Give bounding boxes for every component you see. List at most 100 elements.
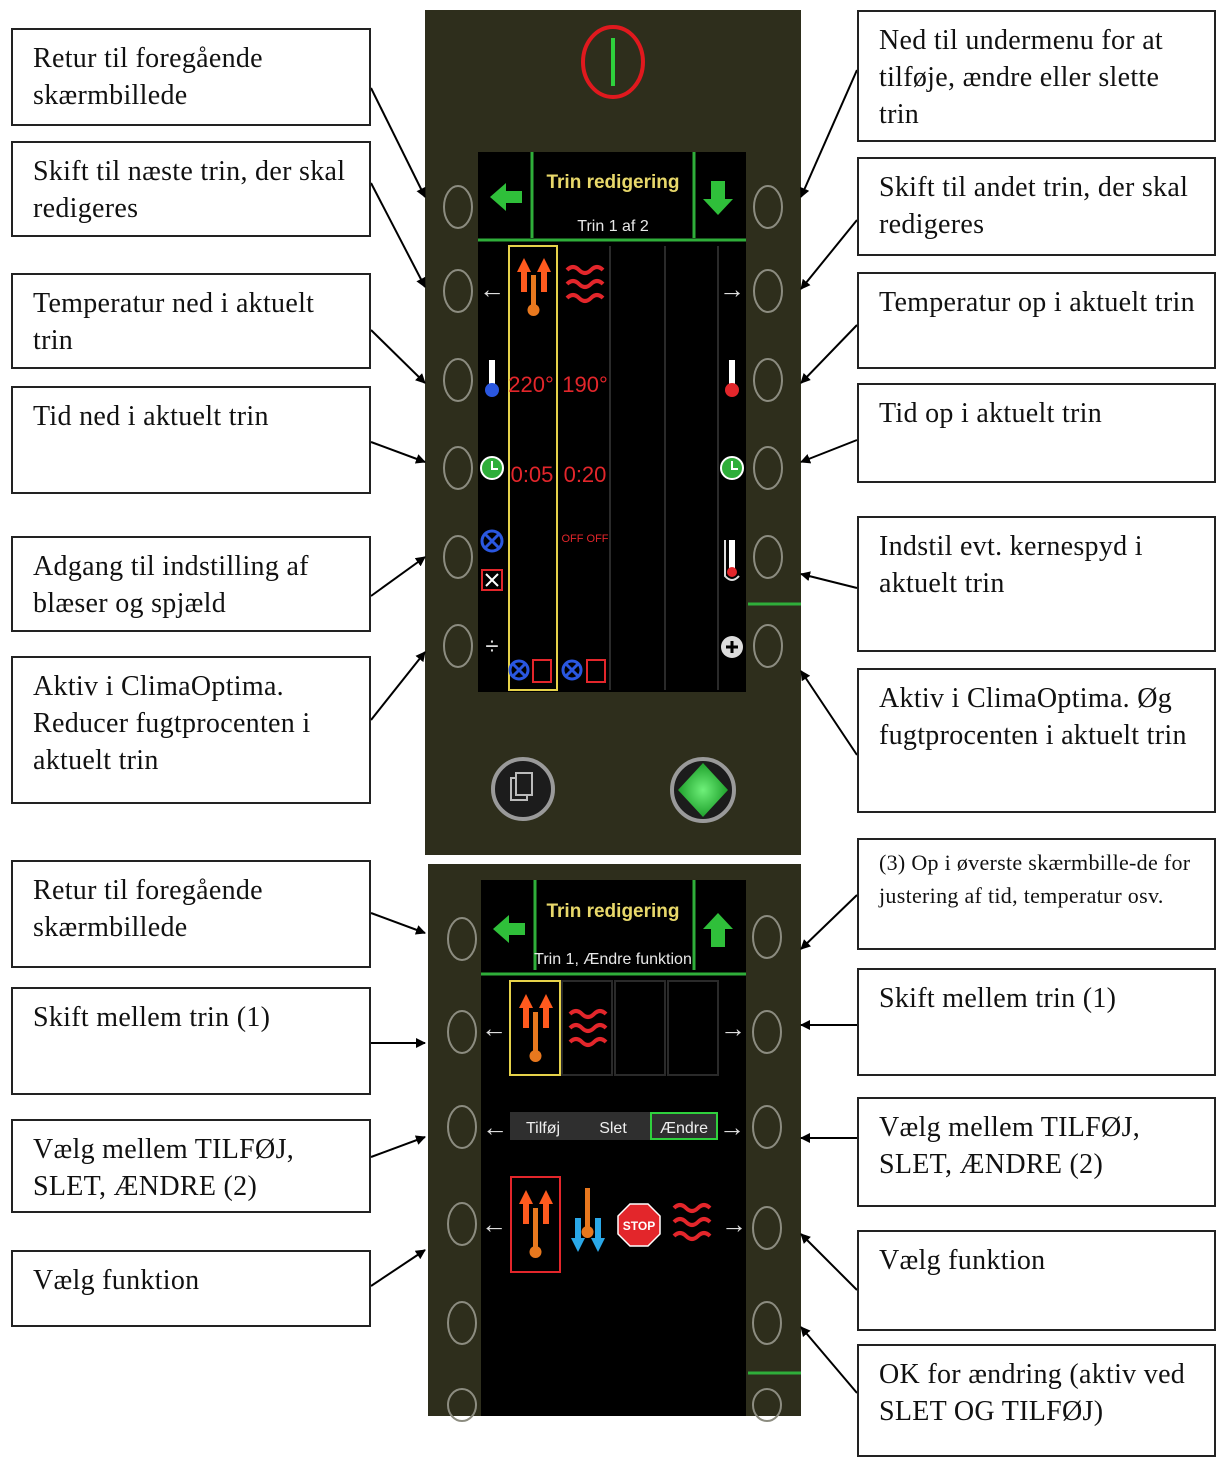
option-left-arrow-icon: ← — [482, 1112, 508, 1142]
step1-fan-icon — [508, 659, 552, 683]
side-button-right-4[interactable] — [753, 446, 783, 490]
side-button-right-5[interactable] — [753, 535, 783, 579]
function-left-arrow-icon: ← — [481, 1209, 507, 1239]
side-button-b-right-1[interactable] — [752, 915, 782, 959]
thermometer-up-icon[interactable] — [725, 360, 739, 397]
step1-time: 0:05 — [511, 462, 554, 487]
callout-core-probe: Indstil evt. kernespyd i aktuelt trin — [857, 516, 1216, 652]
callout-up-to-top-screen: (3) Op i øverste skærmbille-de for juste… — [857, 838, 1216, 950]
callout-switch-step-right: Skift mellem trin (1) — [857, 968, 1216, 1076]
svg-text:÷: ÷ — [485, 633, 498, 660]
fan-damper-icon[interactable] — [480, 529, 504, 591]
option-add[interactable]: Tilføj — [526, 1120, 560, 1137]
option-selected-frame — [650, 1112, 718, 1140]
humidity-decrease-icon[interactable]: ÷ — [481, 633, 503, 660]
side-button-left-3[interactable] — [443, 358, 473, 402]
start-button[interactable] — [670, 757, 736, 823]
side-button-right-2[interactable] — [753, 269, 783, 313]
step-left-arrow-icon-2: ← — [481, 1013, 507, 1043]
up-arrow-icon[interactable] — [703, 913, 733, 947]
step-right-arrow-icon-2: → — [720, 1013, 746, 1043]
step2-fan-icon — [561, 659, 606, 683]
side-button-b-right-5[interactable] — [752, 1301, 782, 1345]
side-button-left-4[interactable] — [443, 446, 473, 490]
screen-2 — [481, 880, 746, 1416]
callout-choose-function-right: Vælg funktion — [857, 1230, 1216, 1331]
cool-down-function-icon[interactable] — [571, 1188, 605, 1252]
heat-up-icon — [517, 258, 551, 316]
side-button-right-1[interactable] — [753, 185, 783, 229]
selected-step-tile — [509, 980, 561, 1076]
option-right-arrow-icon: → — [719, 1112, 745, 1142]
side-button-b-left-4[interactable] — [447, 1202, 477, 1246]
screen1-header — [478, 152, 746, 242]
callout-switch-step-left: Skift mellem trin (1) — [11, 987, 371, 1095]
stop-label: STOP — [623, 1219, 655, 1233]
step-left-arrow-icon: ← — [479, 274, 505, 304]
steam-icon — [565, 265, 605, 303]
heat-up-function-icon[interactable] — [519, 1190, 553, 1258]
screen2-header — [481, 880, 746, 976]
callout-return-previous-screen-2: Retur til foregående skærmbillede — [11, 860, 371, 968]
steam-icon-2 — [568, 1009, 608, 1047]
function-right-arrow-icon: → — [721, 1209, 747, 1239]
back-arrow-icon[interactable] — [490, 183, 522, 211]
side-button-left-2[interactable] — [443, 269, 473, 313]
selected-function-frame — [510, 1176, 561, 1273]
humidity-increase-icon[interactable] — [721, 636, 743, 658]
core-probe-icon[interactable] — [724, 540, 740, 581]
callout-next-step: Skift til næste trin, der skal redigeres — [11, 141, 371, 237]
callout-choose-option-left: Vælg mellem TILFØJ, SLET, ÆNDRE (2) — [11, 1119, 371, 1213]
callout-time-down: Tid ned i aktuelt trin — [11, 386, 371, 494]
callout-choose-option-right: Vælg mellem TILFØJ, SLET, ÆNDRE (2) — [857, 1097, 1216, 1207]
callout-submenu: Ned til undermenu for at tilføje, ændre … — [857, 10, 1216, 142]
callout-humidity-increase: Aktiv i ClimaOptima. Øg fugtprocenten i … — [857, 668, 1216, 813]
down-arrow-icon[interactable] — [703, 181, 733, 215]
screen2-title: Trin redigering — [546, 901, 679, 922]
heat-up-icon-2 — [519, 994, 553, 1062]
side-button-b-right-6[interactable] — [752, 1388, 782, 1422]
callout-humidity-decrease: Aktiv i ClimaOptima. Reducer fugtprocent… — [11, 656, 371, 804]
callout-ok-change: OK for ændring (aktiv ved SLET OG TILFØJ… — [857, 1344, 1216, 1457]
side-button-b-left-1[interactable] — [447, 917, 477, 961]
step2-damper-status: OFF OFF — [561, 533, 608, 545]
option-change[interactable]: Ændre — [660, 1120, 708, 1137]
side-button-b-left-5[interactable] — [447, 1301, 477, 1345]
side-button-right-6[interactable] — [753, 624, 783, 668]
side-button-b-right-2[interactable] — [752, 1010, 782, 1054]
option-delete[interactable]: Slet — [599, 1120, 627, 1137]
side-button-left-5[interactable] — [443, 535, 473, 579]
step1-temperature: 220° — [508, 372, 554, 397]
selected-step-highlight — [508, 245, 558, 691]
thermometer-down-icon[interactable] — [485, 360, 499, 397]
side-button-right-3[interactable] — [753, 358, 783, 402]
side-button-left-1[interactable] — [443, 185, 473, 229]
step2-time: 0:20 — [564, 462, 607, 487]
callout-other-step: Skift til andet trin, der skal redigeres — [857, 157, 1216, 256]
side-button-left-6[interactable] — [443, 624, 473, 668]
side-button-b-right-4[interactable] — [752, 1206, 782, 1250]
screen-1 — [478, 152, 746, 692]
callout-time-up: Tid op i aktuelt trin — [857, 383, 1216, 483]
callout-temperature-down: Temperatur ned i aktuelt trin — [11, 273, 371, 369]
side-button-b-left-3[interactable] — [447, 1105, 477, 1149]
callout-fan-damper: Adgang til indstilling af blæser og spjæ… — [11, 536, 371, 632]
clock-up-icon[interactable] — [720, 456, 744, 480]
steam-function-icon[interactable] — [672, 1203, 712, 1241]
side-button-b-left-6[interactable] — [447, 1388, 477, 1422]
stop-function-icon[interactable]: STOP — [617, 1203, 661, 1247]
callout-temperature-up: Temperatur op i aktuelt trin — [857, 272, 1216, 369]
callout-choose-function-left: Vælg funktion — [11, 1250, 371, 1327]
step2-temperature: 190° — [562, 372, 608, 397]
screen2-subtitle: Trin 1, Ændre funktion — [534, 951, 692, 968]
side-button-b-right-3[interactable] — [752, 1105, 782, 1149]
back-arrow-icon-2[interactable] — [493, 915, 525, 943]
screen1-subtitle: Trin 1 af 2 — [577, 218, 649, 235]
side-button-b-left-2[interactable] — [447, 1010, 477, 1054]
power-button[interactable] — [581, 25, 645, 99]
program-list-button[interactable] — [491, 757, 555, 821]
step-right-arrow-icon: → — [719, 274, 745, 304]
callout-return-previous-screen: Retur til foregående skærmbillede — [11, 28, 371, 126]
clock-down-icon[interactable] — [480, 456, 504, 480]
